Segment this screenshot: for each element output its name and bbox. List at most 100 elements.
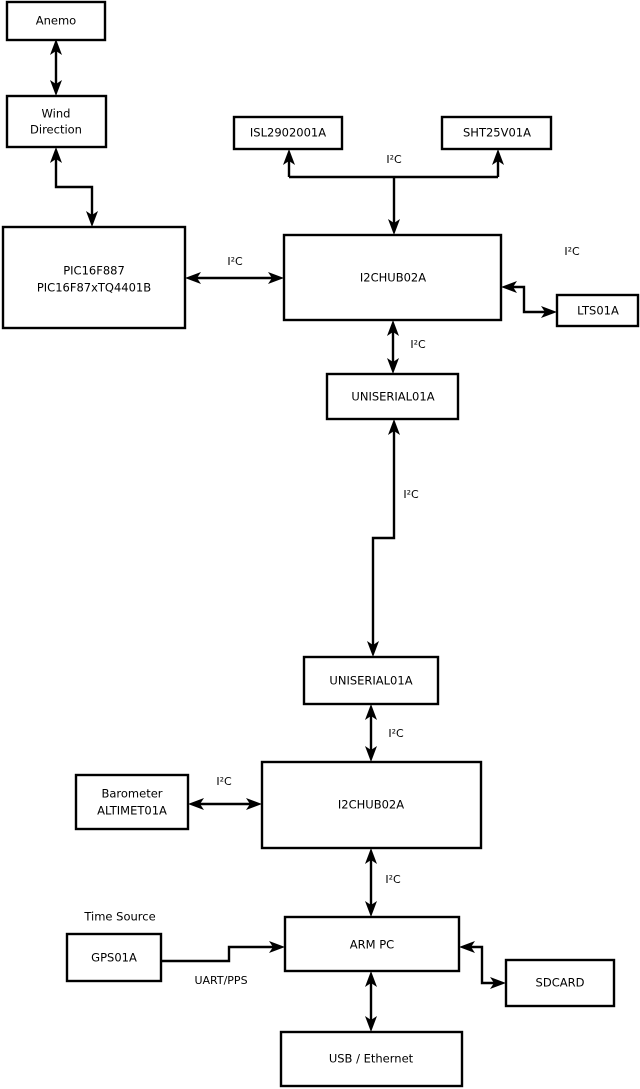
arrow-head-up: [387, 320, 399, 336]
edge-label-i2c-sensors: I²C: [386, 153, 402, 166]
edge-pic-hub-top: I²C: [185, 255, 284, 284]
node-label-uniserial-lower: UNISERIAL01A: [329, 674, 412, 688]
edge-anemo-wind: [50, 39, 62, 96]
node-box[interactable]: [282, 233, 503, 322]
arrow-head-up: [388, 419, 400, 435]
arrow-head-left: [188, 798, 204, 810]
node-label-lts: LTS01A: [577, 304, 619, 318]
arrow-head-right: [268, 272, 284, 284]
arrow-head-down: [86, 211, 98, 227]
edge-barometer-hub-bottom: I²C: [188, 775, 262, 810]
node-label-isl: ISL2902001A: [250, 126, 326, 140]
node-label-wind-line1: Wind: [42, 107, 71, 121]
edge-label-i2c-uniserial-hub: I²C: [388, 727, 404, 740]
node-box[interactable]: [65, 932, 163, 983]
arrow-head-down: [387, 358, 399, 374]
node-arm-pc[interactable]: ARM PC: [283, 915, 461, 973]
edge-line: [512, 285, 546, 314]
node-uniserial01a-lower[interactable]: UNISERIAL01A: [302, 655, 440, 706]
node-pic-mcu[interactable]: PIC16F887 PIC16F87xTQ4401B: [1, 225, 187, 330]
node-box[interactable]: [232, 115, 344, 151]
node-box[interactable]: [504, 958, 616, 1008]
node-box[interactable]: [440, 115, 553, 151]
node-anemo[interactable]: Anemo: [5, 0, 107, 42]
edge-line: [54, 158, 94, 218]
edge-label-i2c-pic-hub: I²C: [227, 255, 243, 268]
node-usb-ethernet[interactable]: USB / Ethernet: [279, 1030, 464, 1088]
node-label-arm-pc: ARM PC: [350, 938, 394, 952]
arrow-head-up: [365, 848, 377, 864]
node-gps01a[interactable]: GPS01A: [65, 932, 163, 983]
edge-arm-pc-usb-eth: [365, 971, 377, 1032]
edge-label-i2c-lts: I²C: [564, 245, 580, 258]
node-sht25v01a[interactable]: SHT25V01A: [440, 115, 553, 151]
node-uniserial01a-upper[interactable]: UNISERIAL01A: [325, 372, 460, 421]
arrow-head-left-hub: [501, 281, 517, 293]
arrow-head-up-isl: [283, 149, 295, 165]
node-lts01a[interactable]: LTS01A: [555, 293, 640, 328]
node-box[interactable]: [302, 655, 440, 706]
edge-label-i2c-hub-arm: I²C: [385, 873, 401, 886]
edge-hub-bottom-arm-pc: I²C: [365, 848, 401, 917]
node-box[interactable]: [325, 372, 460, 421]
node-box[interactable]: [74, 773, 190, 831]
node-box[interactable]: [283, 915, 461, 973]
node-label-anemo: Anemo: [36, 14, 76, 28]
node-box[interactable]: [5, 94, 108, 149]
node-label-hub-top: I2CHUB02A: [360, 271, 426, 285]
node-label-barometer-line1: Barometer: [101, 787, 162, 801]
arrow-head-up: [365, 704, 377, 720]
node-box[interactable]: [555, 293, 640, 328]
edge-label-uart-pps: UART/PPS: [194, 974, 247, 987]
node-wind-direction[interactable]: Wind Direction: [5, 94, 108, 149]
arrow-head-up: [50, 39, 62, 55]
edge-uniserial-uniserial: I²C: [367, 419, 419, 657]
node-box[interactable]: [279, 1030, 464, 1088]
arrow-head-down: [365, 746, 377, 762]
edge-label-i2c-uniserial-link: I²C: [403, 488, 419, 501]
arrow-head-right: [246, 798, 262, 810]
arrow-head-right-lts: [541, 306, 557, 318]
node-i2chub02a-top[interactable]: I2CHUB02A: [282, 233, 503, 322]
node-label-pic-line1: PIC16F887: [63, 264, 125, 278]
arrow-head-up: [50, 147, 62, 163]
node-label-sht: SHT25V01A: [463, 126, 531, 140]
edge-label-i2c-hub-uniserial: I²C: [410, 338, 426, 351]
node-label-barometer-line2: ALTIMET01A: [97, 804, 167, 818]
node-label-hub-bottom: I2CHUB02A: [338, 798, 404, 812]
node-isl2902001a[interactable]: ISL2902001A: [232, 115, 344, 151]
edge-label-i2c-barometer: I²C: [216, 775, 232, 788]
arrow-head-left-arm: [459, 941, 475, 953]
free-label-layer: Time Source: [83, 910, 155, 924]
edge-arm-pc-sdcard: [459, 941, 506, 989]
arrow-head-down-hub: [388, 219, 400, 235]
arrow-head-up: [365, 971, 377, 987]
edge-line: [161, 945, 274, 963]
label-time-source: Time Source: [83, 910, 155, 924]
node-box[interactable]: [1, 225, 187, 330]
arrow-head-down: [365, 1016, 377, 1032]
edge-layer: I²C I²C I²C: [50, 39, 580, 1032]
node-label-uniserial-upper: UNISERIAL01A: [351, 390, 434, 404]
node-label-pic-line2: PIC16F87xTQ4401B: [37, 281, 151, 295]
edge-hub-top-lts: I²C: [501, 245, 580, 318]
node-label-gps: GPS01A: [91, 951, 137, 965]
node-label-usb-eth: USB / Ethernet: [329, 1052, 414, 1066]
node-label-wind-line2: Direction: [30, 123, 82, 137]
edge-gps-arm-pc: UART/PPS: [161, 941, 285, 987]
arrow-head-down: [367, 641, 379, 657]
edge-line: [371, 430, 396, 648]
node-box[interactable]: [5, 0, 107, 42]
node-label-sdcard: SDCARD: [536, 976, 585, 990]
arrow-head-down: [365, 901, 377, 917]
node-i2chub02a-bottom[interactable]: I2CHUB02A: [260, 760, 483, 850]
node-box[interactable]: [260, 760, 483, 850]
arrow-head-down: [50, 80, 62, 96]
arrow-head-right: [269, 941, 285, 953]
node-sdcard[interactable]: SDCARD: [504, 958, 616, 1008]
node-barometer-altimet01a[interactable]: Barometer ALTIMET01A: [74, 773, 190, 831]
edge-hub-top-uniserial: I²C: [387, 320, 426, 374]
